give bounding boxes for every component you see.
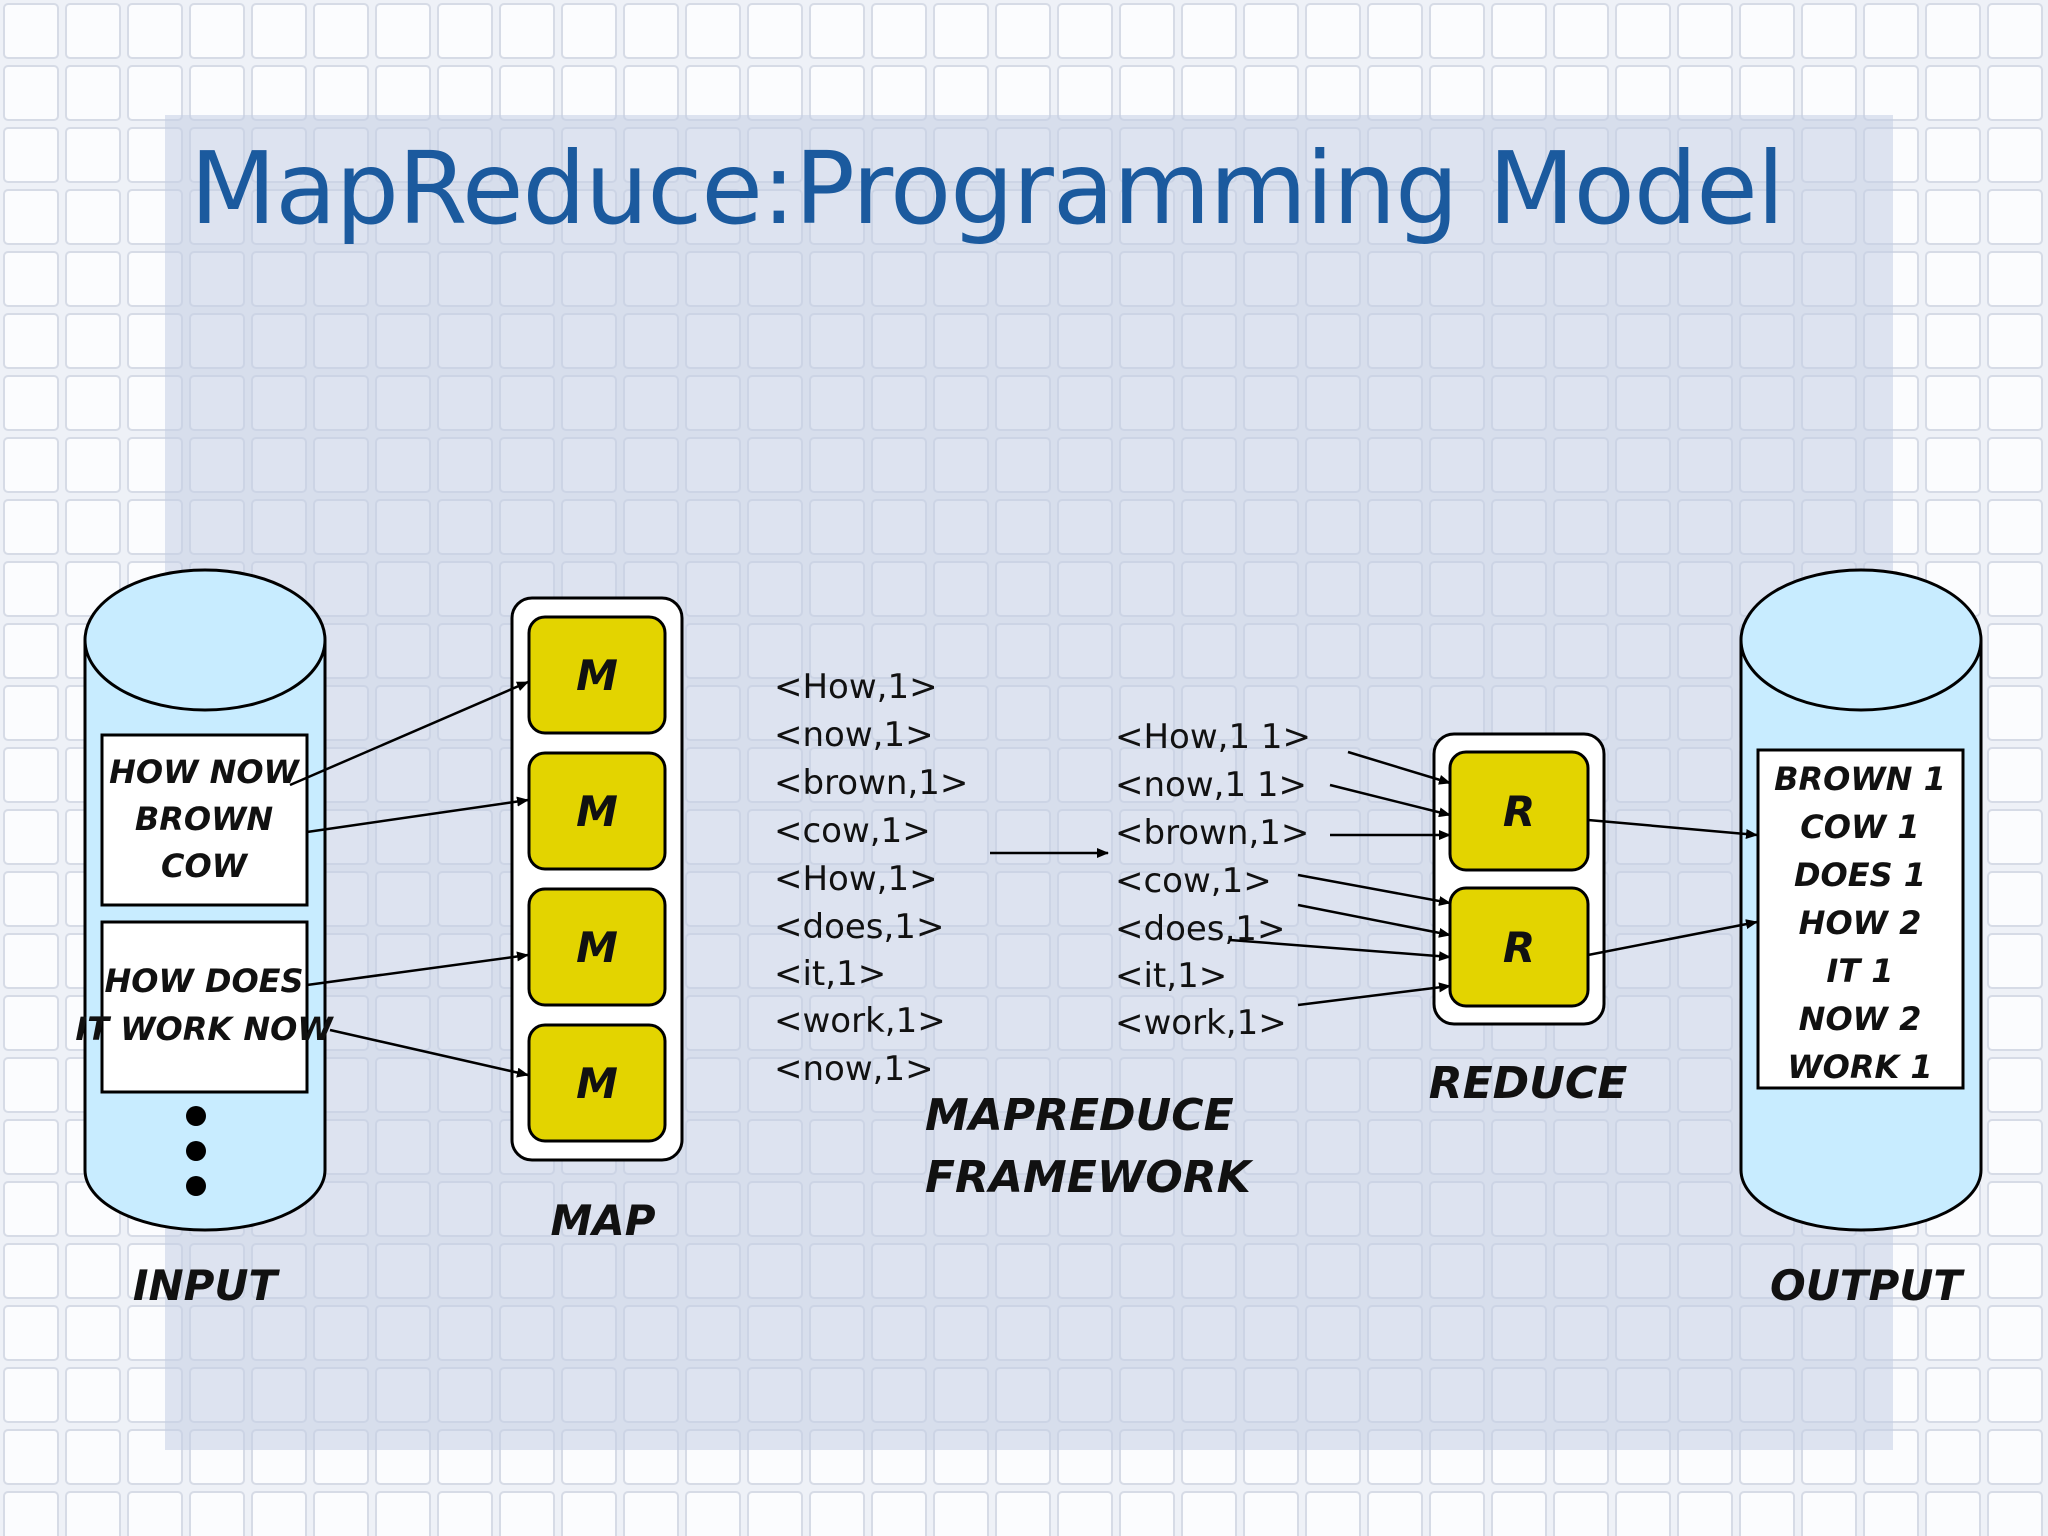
grouped-pair: <now,1 1>: [1115, 765, 1307, 805]
reduce-label: REDUCE: [1429, 1058, 1628, 1109]
reduce-task-2: R: [1448, 886, 1590, 1008]
svg-text:M: M: [576, 1059, 618, 1108]
map-task-4: M: [527, 1023, 667, 1143]
grouped-pairs-list: <How,1 1> <now,1 1> <brown,1> <cow,1> <d…: [1115, 717, 1311, 1043]
map-output-pair: <does,1>: [774, 907, 944, 947]
output-line: IT 1: [1826, 952, 1893, 990]
output-line: DOES 1: [1794, 856, 1926, 894]
svg-text:R: R: [1503, 923, 1535, 972]
input-chunk-1-line-1: HOW NOW: [109, 753, 300, 791]
map-output-pair: <How,1>: [774, 859, 938, 899]
output-line: COW 1: [1800, 808, 1919, 846]
input-to-map-arrows: [289, 680, 529, 1078]
map-container: [510, 596, 684, 1162]
input-chunk-2: HOW DOES IT WORK NOW: [75, 920, 334, 1094]
map-output-pair: <brown,1>: [774, 763, 968, 803]
output-line: NOW 2: [1799, 1000, 1922, 1038]
map-output-list: <How,1> <now,1> <brown,1> <cow,1> <How,1…: [774, 667, 968, 1089]
map-task-2: M: [527, 751, 667, 871]
reduce-to-output-arrows: [1587, 818, 1758, 957]
map-label: MAP: [550, 1196, 655, 1245]
grouped-to-reduce-arrows: [1229, 750, 1451, 1007]
map-output-pair: <it,1>: [774, 954, 886, 994]
input-chunk-1-line-3: COW: [161, 847, 249, 885]
map-task-3: M: [527, 887, 667, 1007]
grouped-pair: <work,1>: [1115, 1003, 1287, 1043]
input-label: INPUT: [133, 1261, 281, 1310]
reduce-task-1: R: [1448, 750, 1590, 872]
input-chunk-1-line-2: BROWN: [135, 800, 274, 838]
grouped-pair: <cow,1>: [1115, 861, 1272, 901]
svg-text:M: M: [576, 923, 618, 972]
slide-title: MapReduce:Programming Model: [190, 130, 1785, 247]
svg-text:R: R: [1503, 787, 1535, 836]
map-output-pair: <work,1>: [774, 1001, 946, 1041]
grouped-pair: <it,1>: [1115, 956, 1227, 996]
framework-label-line-1: MAPREDUCE: [925, 1090, 1234, 1141]
svg-text:M: M: [576, 787, 618, 836]
output-line: BROWN 1: [1774, 760, 1946, 798]
svg-text:M: M: [576, 651, 618, 700]
map-output-pair: <now,1>: [774, 715, 934, 755]
map-output-pair: <How,1>: [774, 667, 938, 707]
ellipsis-dots: [186, 1106, 206, 1196]
output-line: WORK 1: [1787, 1048, 1932, 1086]
input-chunk-2-line-2: IT WORK NOW: [75, 1010, 334, 1048]
map-task-1: M: [527, 615, 667, 735]
output-line: HOW 2: [1799, 904, 1922, 942]
input-chunk-1: HOW NOW BROWN COW: [100, 733, 309, 907]
framework-label-line-2: FRAMEWORK: [925, 1152, 1254, 1203]
output-label: OUTPUT: [1770, 1261, 1965, 1310]
input-chunk-2-line-1: HOW DOES: [104, 962, 303, 1000]
map-output-pair: <cow,1>: [774, 811, 931, 851]
output-result-box: BROWN 1 COW 1 DOES 1 HOW 2 IT 1 NOW 2 WO…: [1756, 748, 1965, 1090]
map-output-pair: <now,1>: [774, 1049, 934, 1089]
grouped-pair: <brown,1>: [1115, 813, 1309, 853]
grouped-pair: <How,1 1>: [1115, 717, 1311, 757]
